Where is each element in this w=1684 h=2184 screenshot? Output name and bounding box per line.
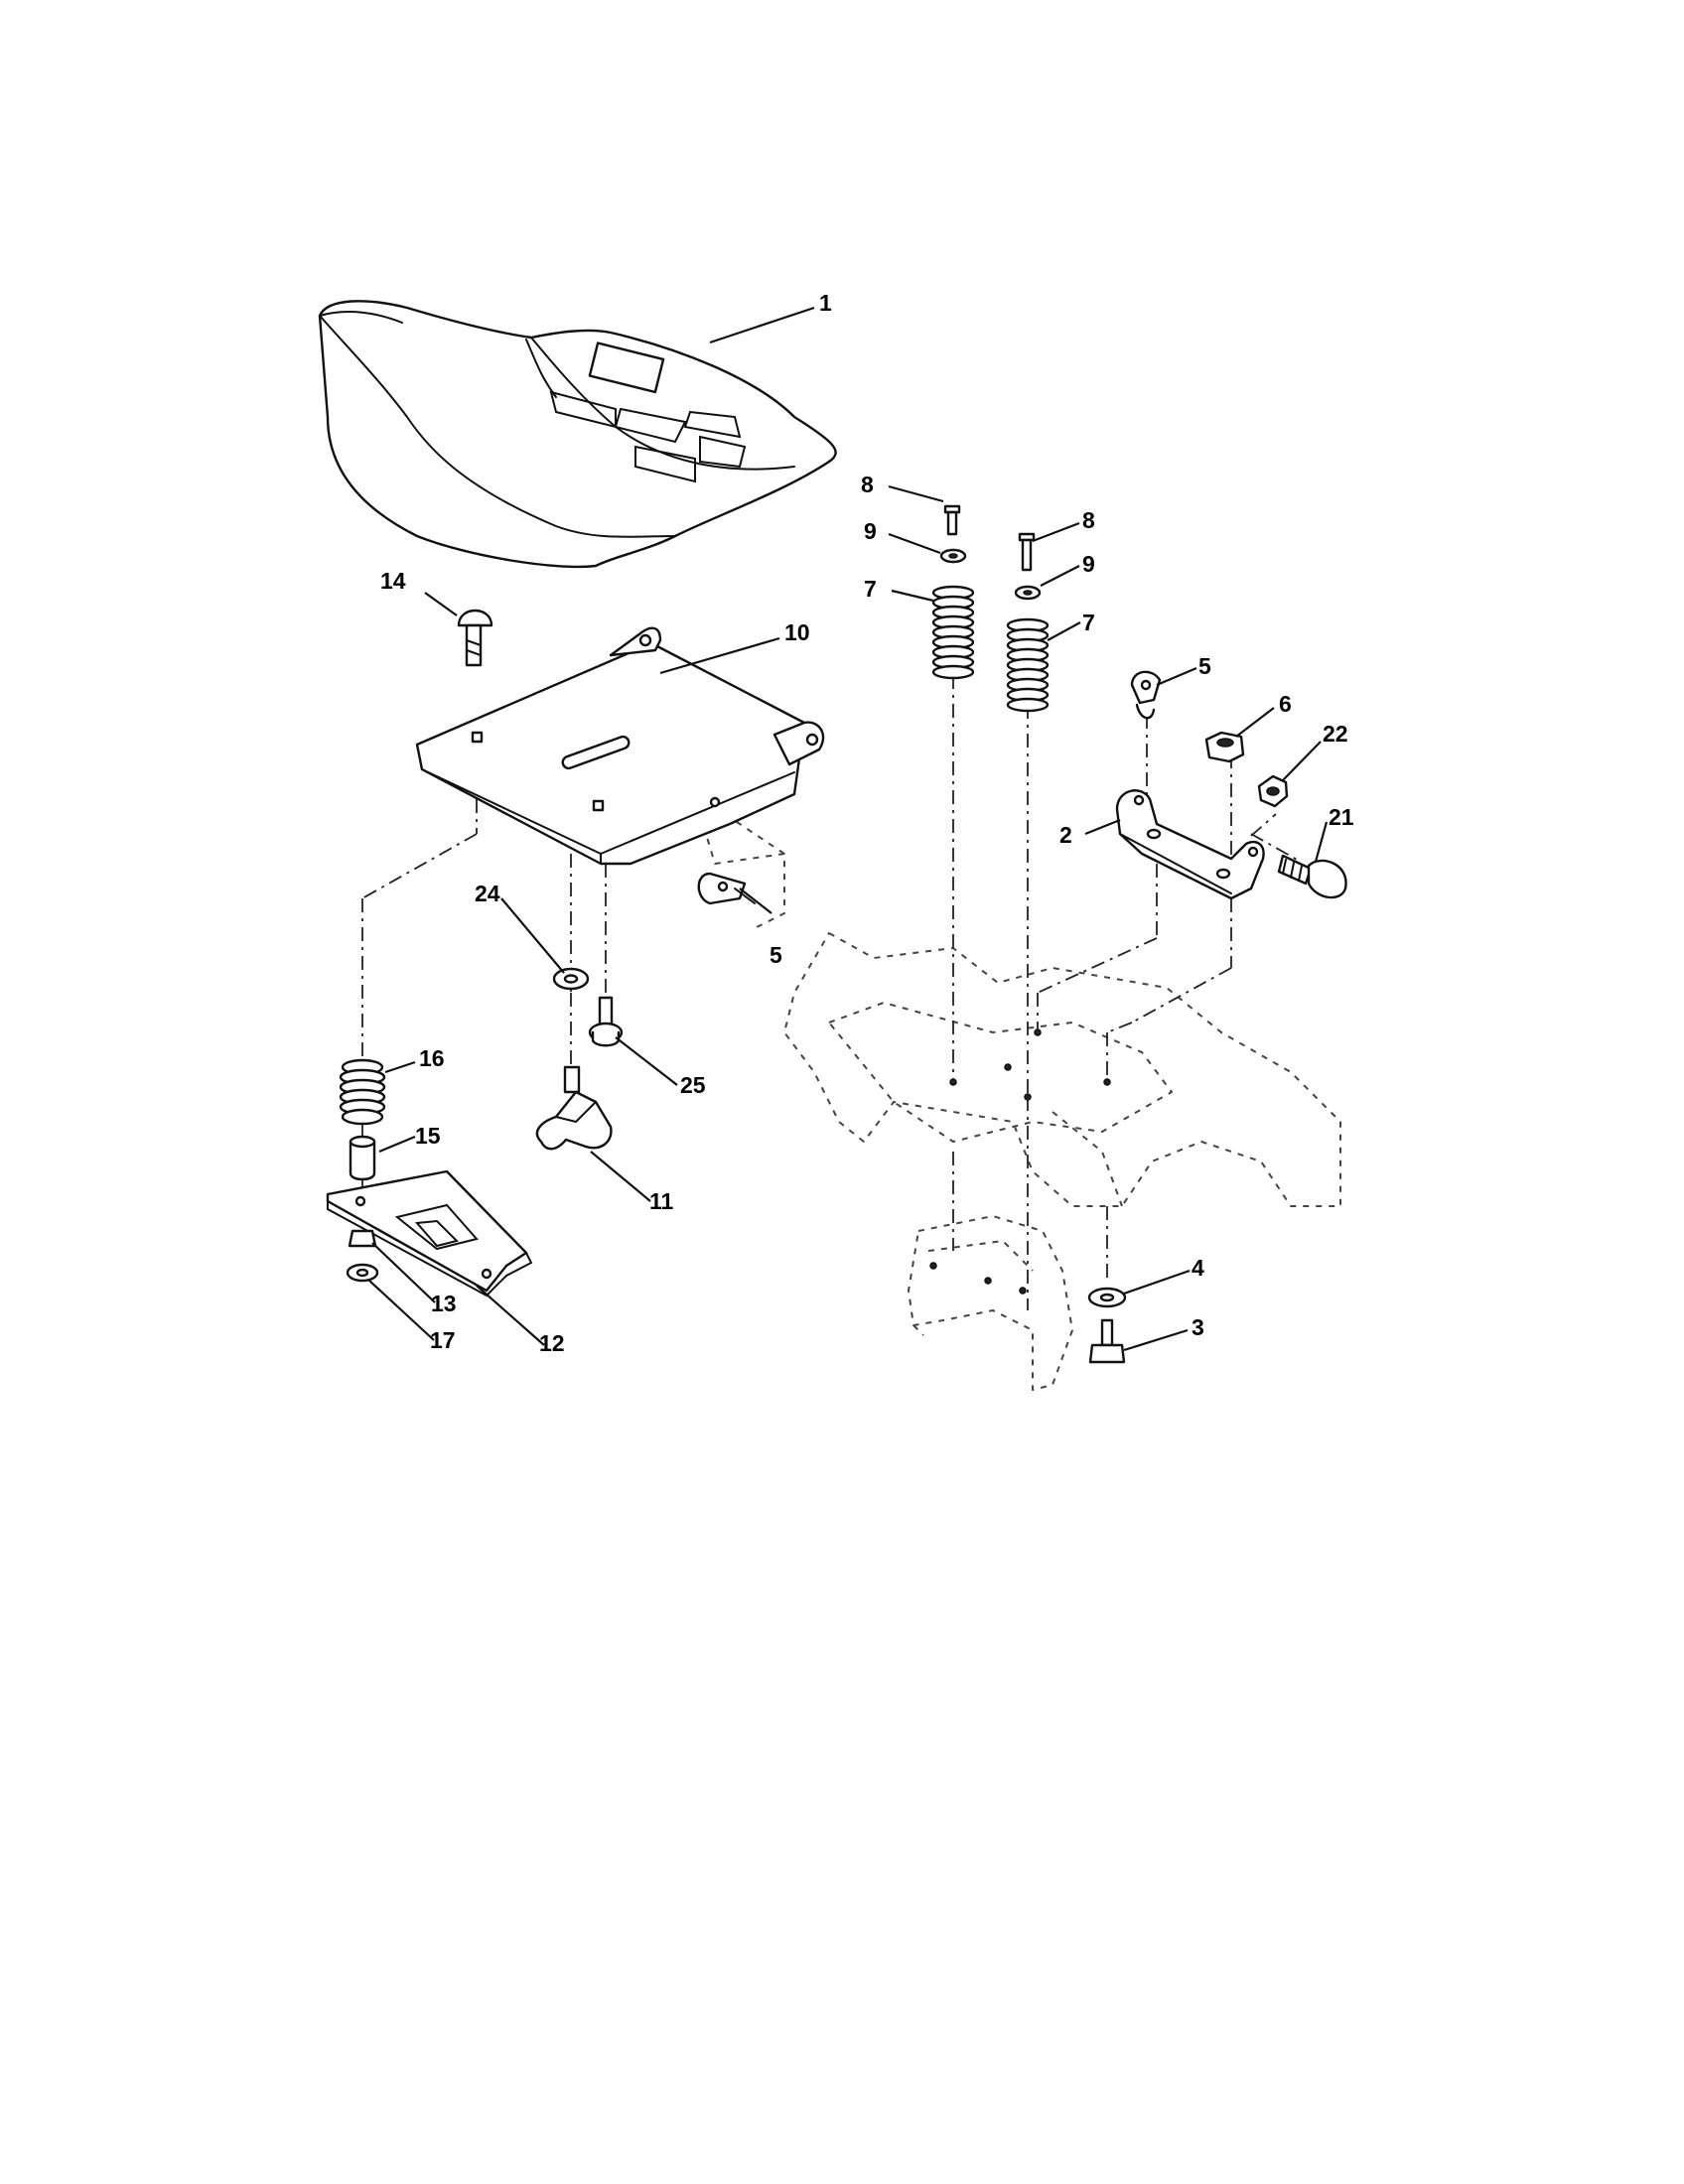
callout-22: 22 [1323,721,1348,747]
callout-9-right: 9 [1082,551,1095,577]
switch-bracket-2 [1115,789,1265,900]
callout-16: 16 [419,1045,445,1071]
callout-11: 11 [649,1188,674,1214]
knob-11 [535,1065,613,1151]
seat [318,300,837,569]
callout-8-right: 8 [1082,507,1095,533]
nut-22 [1257,774,1289,808]
washer-9-left [939,548,967,564]
spring-7-right [1006,617,1050,713]
lock-nut-17 [346,1263,379,1283]
shoulder-bolt-25 [588,996,624,1047]
callout-24: 24 [475,881,500,906]
callout-5-right: 5 [1198,653,1211,679]
callout-6: 6 [1279,691,1292,717]
seat-switch-clip-left [697,872,756,905]
callout-1: 1 [819,290,832,316]
bolt-21 [1277,854,1347,899]
callout-4: 4 [1192,1255,1204,1281]
lock-nut-6 [1204,731,1245,763]
callout-12: 12 [539,1330,565,1356]
callout-2: 2 [1059,822,1072,848]
callout-8-left: 8 [861,472,874,497]
hex-bolt-3 [1088,1318,1126,1364]
callout-14: 14 [380,568,406,594]
nut-13 [348,1229,377,1248]
callout-13: 13 [431,1291,457,1316]
washer-9-right [1014,585,1042,601]
shoulder-bolt-8-left [943,504,961,536]
callout-9-left: 9 [864,518,877,544]
callout-21: 21 [1329,804,1354,830]
callout-labels: 1 2 3 4 5 5 6 7 7 8 8 9 9 10 11 12 13 14… [380,290,1354,1356]
carriage-bolt [457,609,493,667]
shoulder-bolt-8-right [1018,532,1036,572]
seat-switch-clip-right [1130,670,1162,720]
washer-4 [1087,1287,1127,1308]
callout-7-left: 7 [864,576,877,602]
callout-3: 3 [1192,1314,1204,1340]
tractor-frame-outline [783,932,1341,1391]
callout-15: 15 [415,1123,441,1149]
spring-7-left [931,585,975,680]
washer-24 [552,967,590,991]
spacer-15 [349,1135,376,1181]
callout-7-right: 7 [1082,610,1095,635]
callout-5-left: 5 [770,942,782,968]
seat-pan [415,626,825,866]
callout-leaders [368,306,1329,1352]
callout-25: 25 [680,1072,706,1098]
callout-17: 17 [430,1327,456,1353]
callout-10: 10 [784,619,810,645]
bracket-plate-12 [326,1169,533,1297]
spring-16 [339,1058,386,1126]
